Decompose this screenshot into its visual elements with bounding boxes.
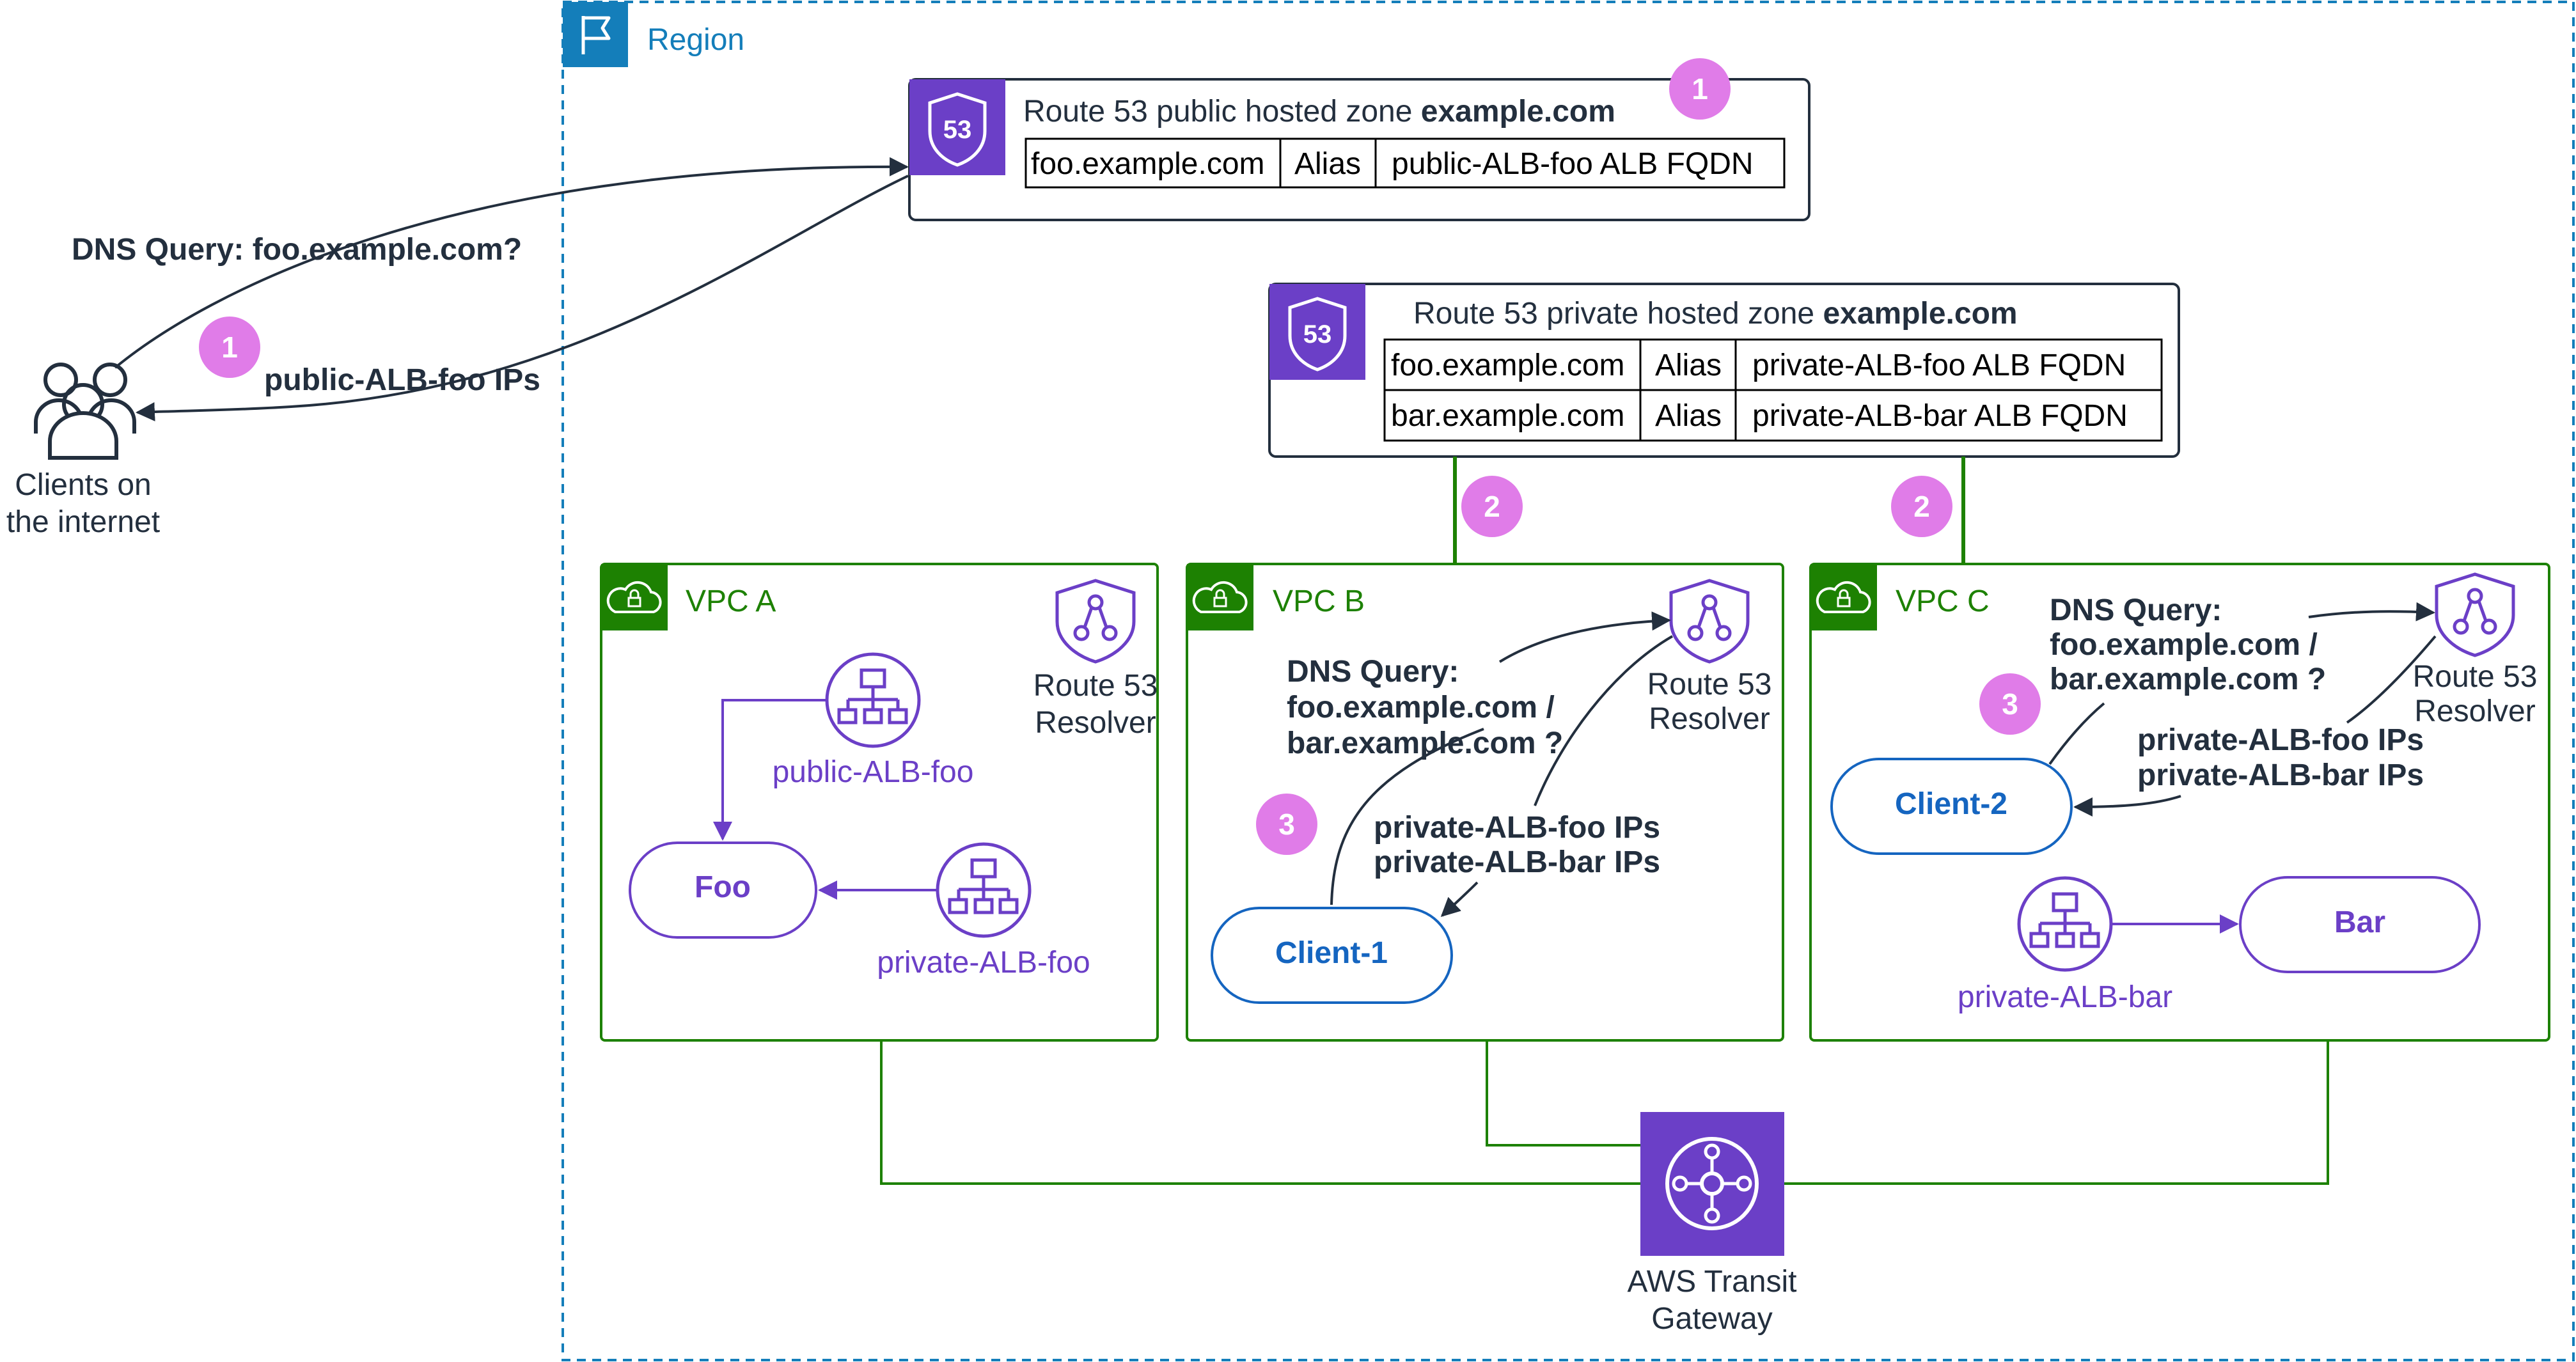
- vpc-c-query-line1: DNS Query:: [2050, 593, 2222, 627]
- public-record-target: public-ALB-foo ALB FQDN: [1392, 147, 1754, 181]
- vpc-b-cloud-icon: [1187, 564, 1253, 630]
- vpc-b-resolver-label-1: Route 53: [1647, 668, 1772, 701]
- vpc-b-query-arrow: [1330, 620, 1669, 905]
- transit-gateway-label-2: Gateway: [1651, 1302, 1772, 1336]
- vpc-b-query-line3: bar.example.com ?: [1287, 726, 1563, 760]
- private-zone-title: Route 53 private hosted zone example.com: [1413, 297, 2018, 331]
- public-query-label: DNS Query: foo.example.com?: [72, 233, 522, 267]
- transit-gateway-icon: [1640, 1112, 1784, 1256]
- step-badge-2-vpc-c: 2: [1891, 476, 1952, 537]
- step-badge-1: 1: [199, 317, 260, 378]
- svg-text:53: 53: [1303, 320, 1332, 348]
- public-answer-arrow: [136, 175, 909, 421]
- vpc-c-answer-line2: private-ALB-bar IPs: [2137, 758, 2424, 792]
- vpc-a-label: VPC A: [686, 584, 776, 618]
- public-answer-label: public-ALB-foo IPs: [264, 363, 540, 397]
- vpc-c-query-line2: foo.example.com /: [2050, 628, 2318, 662]
- public-alb-to-foo-arrow: [713, 699, 827, 841]
- step-badge-2-vpc-b: 2: [1461, 476, 1523, 537]
- step-badge-3-vpc-c: 3: [1979, 673, 2041, 735]
- users-icon: [34, 363, 136, 460]
- client-1: [1211, 907, 1453, 1004]
- client-1-label: Client-1: [1275, 936, 1388, 970]
- client-2-label: Client-2: [1895, 787, 2007, 821]
- vpc-b-answer-arrow: [1442, 635, 1674, 916]
- foo-service-label: Foo: [695, 870, 751, 904]
- private-zone-record-table: [1383, 338, 2163, 442]
- vpc-c-cloud-icon: [1810, 564, 1877, 630]
- private-record-name-1: foo.example.com: [1391, 348, 1625, 382]
- public-zone-record-table: [1025, 137, 1786, 189]
- vpc-c-label: VPC C: [1896, 584, 1990, 618]
- vpc-b-resolver-label-2: Resolver: [1649, 702, 1770, 736]
- step-badge-3-vpc-b: 3: [1256, 794, 1317, 855]
- vpc-c-query-line3: bar.example.com ?: [2050, 662, 2326, 696]
- private-alb-bar-icon: [2017, 876, 2113, 972]
- vpc-a-resolver-label-1: Route 53: [1033, 669, 1158, 703]
- private-record-type-2: Alias: [1655, 399, 1722, 433]
- transit-gateway-label-1: AWS Transit: [1628, 1265, 1797, 1299]
- private-record-target-2: private-ALB-bar ALB FQDN: [1752, 399, 2128, 433]
- private-record-target-1: private-ALB-foo ALB FQDN: [1752, 348, 2126, 382]
- public-alb-foo-icon: [825, 652, 921, 748]
- public-record-type: Alias: [1294, 147, 1361, 181]
- vpc-c-resolver-label-1: Route 53: [2413, 660, 2538, 694]
- public-zone-title: Route 53 public hosted zone example.com: [1023, 95, 1615, 129]
- private-alb-bar-label: private-ALB-bar: [1958, 980, 2172, 1014]
- vpc-c-answer-arrow: [2075, 635, 2437, 807]
- vpc-c-resolver-label-2: Resolver: [2414, 694, 2535, 728]
- svg-text:2: 2: [1484, 490, 1500, 523]
- vpc-a-resolver-label-2: Resolver: [1035, 706, 1156, 740]
- svg-text:3: 3: [2002, 687, 2018, 721]
- public-query-arrow: [114, 157, 909, 369]
- vpc-b-answer-line2: private-ALB-bar IPs: [1374, 845, 1660, 879]
- private-record-type-1: Alias: [1655, 348, 1722, 382]
- region-boundary: [562, 1, 2575, 1361]
- vpc-c-query-arrow: [2048, 611, 2433, 765]
- bar-service: [2239, 876, 2481, 973]
- vpc-a-resolver-icon: [1055, 579, 1136, 664]
- private-record-name-2: bar.example.com: [1391, 399, 1625, 433]
- private-alb-foo-label: private-ALB-foo: [877, 946, 1090, 980]
- private-alb-foo-icon: [936, 842, 1032, 938]
- vpc-b-label: VPC B: [1273, 584, 1365, 618]
- vpc-b-answer-line1: private-ALB-foo IPs: [1374, 811, 1660, 845]
- step-badge-1-zone: 1: [1669, 58, 1731, 120]
- route53-private-icon: 53: [1269, 284, 1365, 380]
- bar-service-label: Bar: [2334, 905, 2385, 939]
- route53-public-icon: 53: [909, 79, 1005, 175]
- foo-service: [629, 841, 817, 939]
- vpc-b-query-line1: DNS Query:: [1287, 655, 1459, 689]
- region-flag-icon: [563, 2, 628, 67]
- region-label: Region: [647, 23, 744, 57]
- tgw-attachment-lines: [880, 1040, 2329, 1185]
- svg-text:1: 1: [1692, 72, 1708, 106]
- svg-text:1: 1: [221, 331, 238, 364]
- clients-label-line1: Clients on: [15, 468, 151, 502]
- vpc-a-cloud-icon: [601, 564, 668, 630]
- client-2: [1830, 758, 2073, 855]
- svg-text:2: 2: [1913, 490, 1930, 523]
- clients-label-line2: the internet: [6, 505, 160, 539]
- vpc-c-answer-line1: private-ALB-foo IPs: [2137, 723, 2424, 757]
- vpc-b-query-line2: foo.example.com /: [1287, 691, 1555, 724]
- public-alb-foo-label: public-ALB-foo: [773, 755, 974, 789]
- public-record-name: foo.example.com: [1031, 147, 1265, 181]
- svg-text:53: 53: [943, 116, 972, 144]
- svg-text:3: 3: [1278, 808, 1295, 841]
